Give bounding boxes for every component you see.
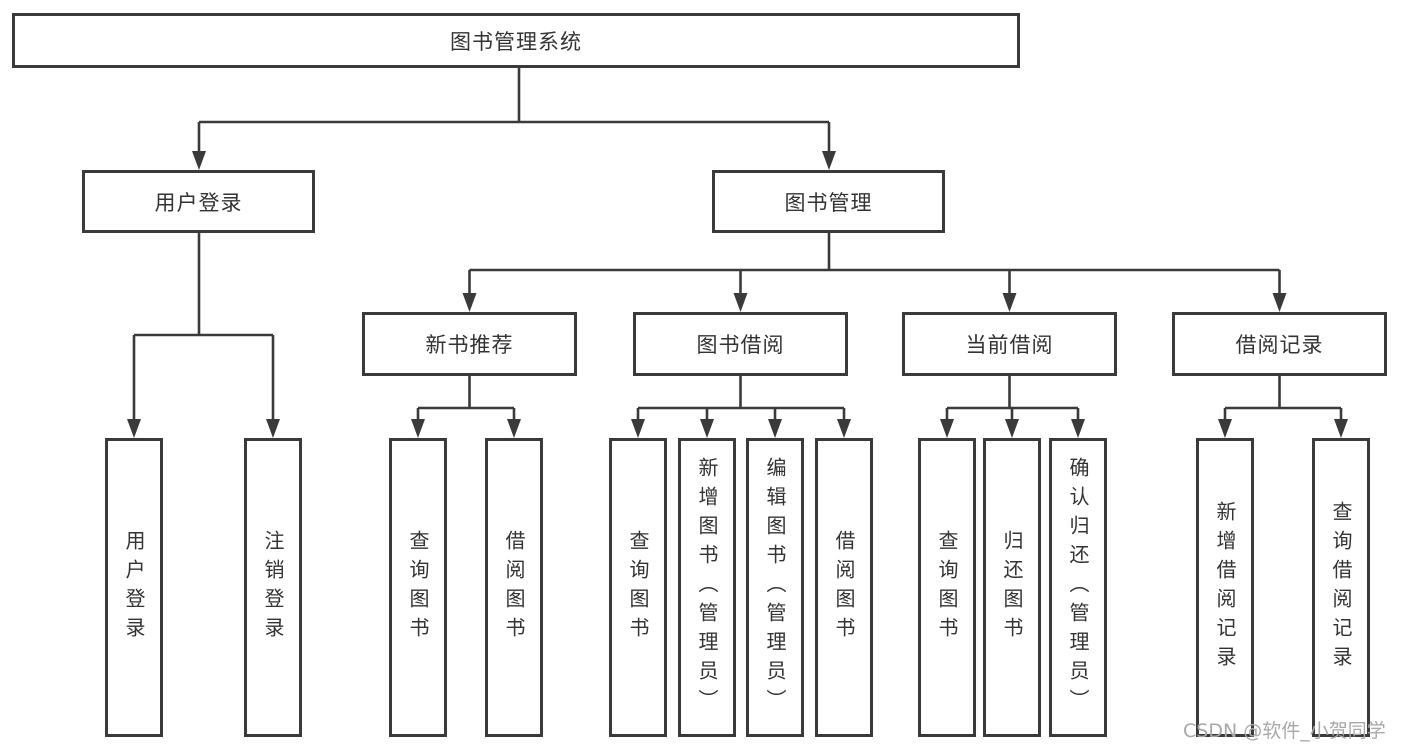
leaf-query-books-current: 查询图书	[918, 438, 976, 737]
leaf-add-books-admin: 新增图书（管理员）	[678, 438, 736, 737]
arrowheads	[127, 151, 1348, 438]
leaf-query-books-recommend: 查询图书	[389, 438, 447, 737]
node-label: 图书管理	[784, 190, 873, 215]
leaf-label: 注销登录	[261, 529, 285, 646]
leaf-label: 借阅图书	[502, 529, 526, 646]
csdn-watermark: CSDN @软件_小贺同学	[1183, 720, 1386, 742]
node-user-login: 用户登录	[82, 170, 315, 233]
leaf-label: 用户登录	[122, 529, 146, 646]
node-label: 用户登录	[154, 190, 243, 215]
node-current-borrowing: 当前借阅	[902, 312, 1117, 376]
leaf-label: 查询图书	[935, 529, 959, 646]
leaf-label: 新增图书（管理员）	[695, 457, 719, 718]
leaf-borrow-books: 借阅图书	[815, 438, 873, 737]
leaf-label: 查询图书	[406, 529, 430, 646]
node-borrowing-records: 借阅记录	[1172, 312, 1387, 376]
node-label: 图书管理系统	[450, 29, 582, 54]
leaf-label: 查询图书	[626, 529, 650, 646]
node-label: 新书推荐	[425, 333, 514, 357]
leaf-return-books: 归还图书	[983, 438, 1041, 737]
node-label: 借阅记录	[1235, 333, 1324, 357]
leaf-label: 确认归还（管理员）	[1066, 457, 1090, 718]
node-label: 图书借阅	[696, 333, 785, 357]
node-label: 当前借阅	[965, 333, 1054, 357]
leaf-add-borrow-record: 新增借阅记录	[1196, 438, 1254, 737]
node-new-book-recommendation: 新书推荐	[362, 312, 577, 376]
leaf-logout: 注销登录	[244, 438, 302, 737]
leaf-label: 新增借阅记录	[1213, 500, 1237, 675]
leaf-label: 编辑图书（管理员）	[763, 457, 787, 718]
leaf-label: 查询借阅记录	[1329, 500, 1353, 675]
leaf-query-borrow-record: 查询借阅记录	[1312, 438, 1370, 737]
leaf-confirm-return-admin: 确认归还（管理员）	[1049, 438, 1107, 737]
node-book-borrowing: 图书借阅	[633, 312, 848, 376]
leaf-query-books-borrow: 查询图书	[609, 438, 667, 737]
node-book-management: 图书管理	[712, 170, 945, 233]
node-library-management-system: 图书管理系统	[12, 13, 1020, 68]
leaf-borrow-books-recommend: 借阅图书	[485, 438, 543, 737]
leaf-user-login: 用户登录	[105, 438, 163, 737]
leaf-edit-books-admin: 编辑图书（管理员）	[746, 438, 804, 737]
leaf-label: 归还图书	[1000, 529, 1024, 646]
leaf-label: 借阅图书	[832, 529, 856, 646]
